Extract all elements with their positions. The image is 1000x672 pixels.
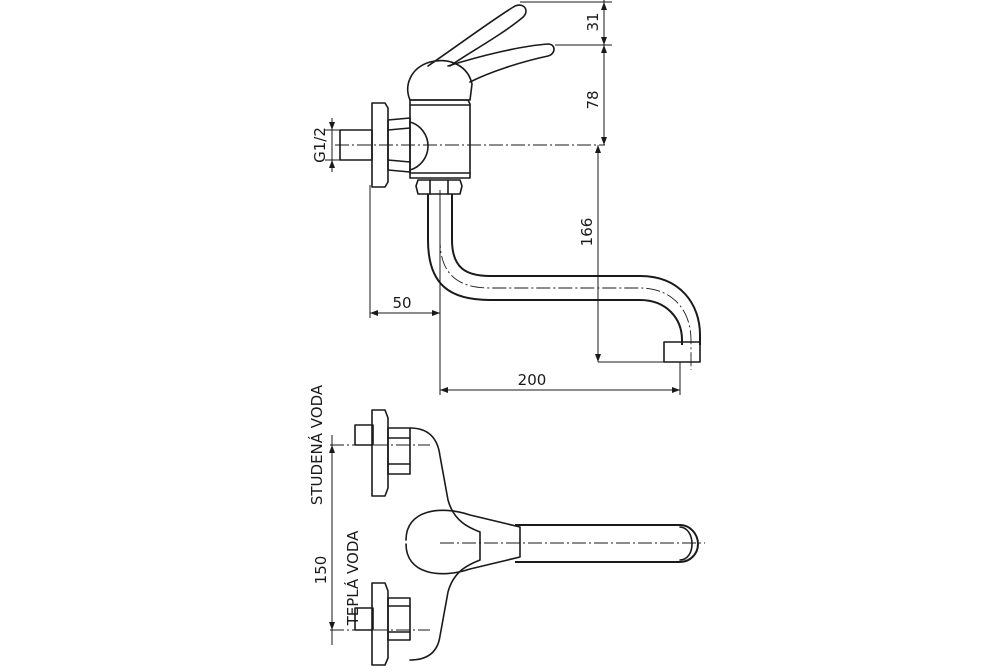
dim-inlet-spacing: 150 — [312, 556, 330, 585]
side-view: 31 78 166 G1/2 50 200 — [311, 0, 701, 395]
spout-axis — [439, 190, 692, 370]
hot-rosette — [371, 582, 389, 666]
spout-inner — [451, 194, 701, 345]
lever-grip — [447, 43, 555, 83]
dim-wall-offset: 50 — [392, 294, 411, 312]
spout-outer — [427, 194, 683, 345]
lever-dome — [406, 59, 473, 101]
aerator-top — [679, 526, 693, 561]
cold-rosette — [371, 409, 389, 497]
label-hot-water: TEPLÁ VODA — [343, 530, 362, 627]
dim-lever-height: 31 — [584, 12, 602, 31]
dim-spout-reach: 200 — [518, 371, 547, 389]
dim-body-height: 78 — [584, 90, 602, 109]
spout-top — [515, 524, 699, 563]
cold-nut — [387, 427, 411, 475]
top-view: 150 STUDENÁ VODA TEPLÁ VODA — [307, 384, 705, 666]
mixer-body-top — [409, 427, 481, 661]
spout-nut — [415, 179, 463, 195]
label-cold-water: STUDENÁ VODA — [307, 384, 326, 505]
dim-spout-drop: 166 — [578, 218, 596, 247]
lever-handle — [427, 4, 527, 67]
lever-top — [405, 509, 521, 575]
valve-body — [409, 99, 471, 179]
cold-inlet-stub — [354, 424, 374, 446]
union-arc — [409, 121, 429, 171]
hot-nut — [387, 597, 411, 641]
rosette — [371, 102, 389, 188]
dim-thread: G1/2 — [311, 127, 329, 163]
